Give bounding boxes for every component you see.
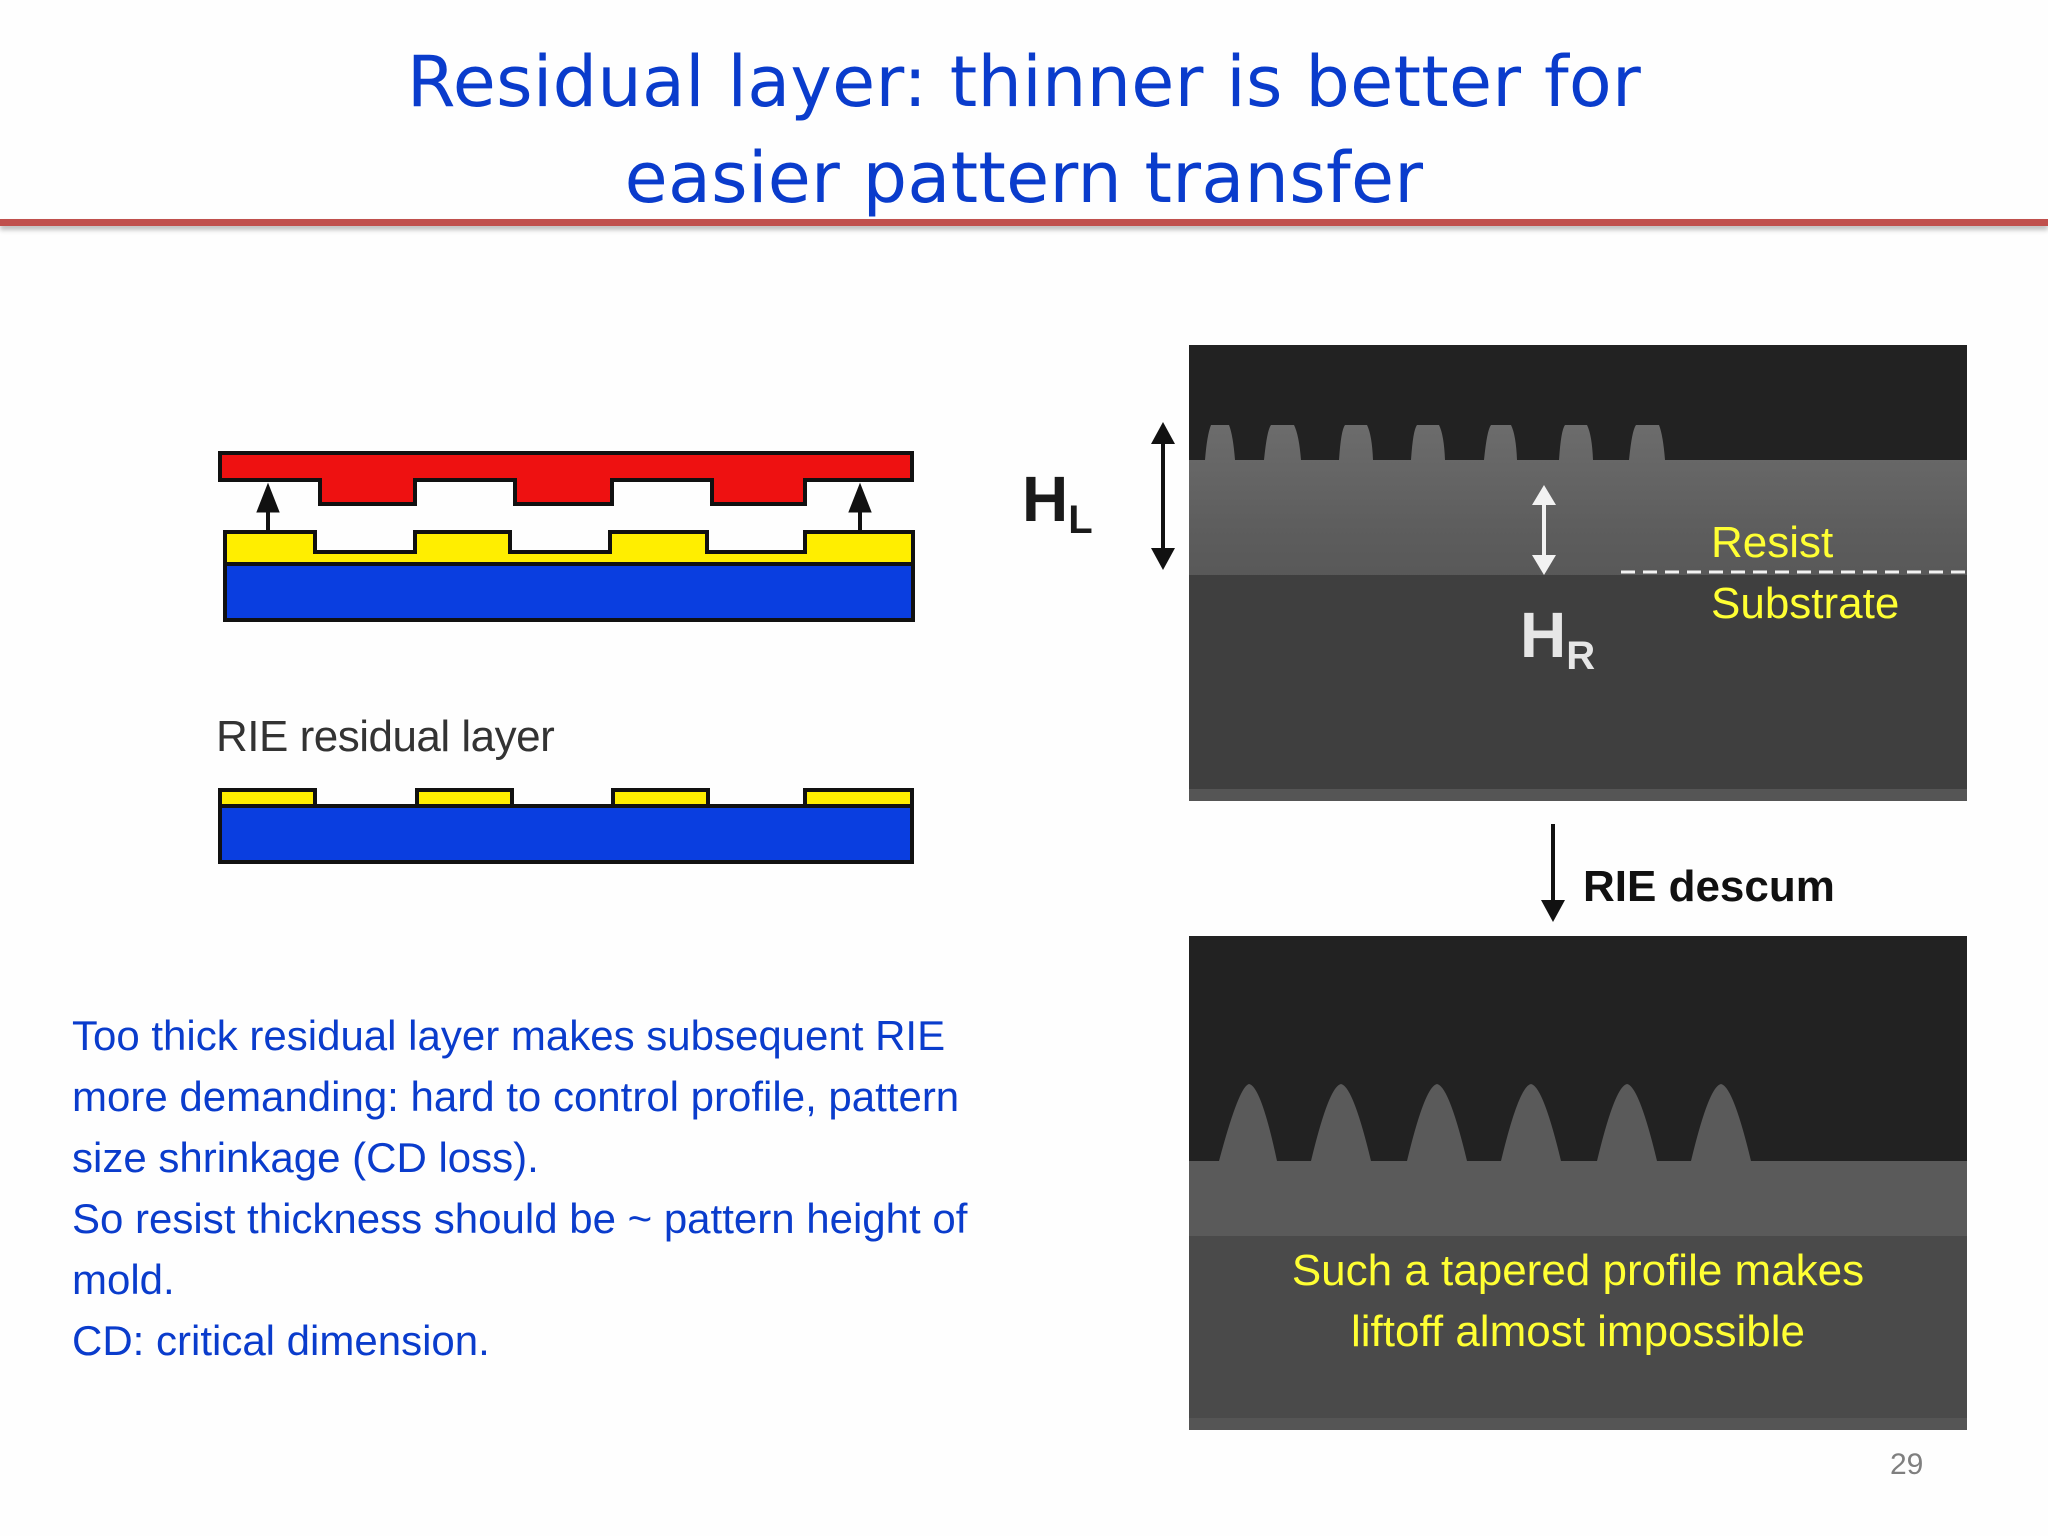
resist-block-1 xyxy=(218,788,317,808)
slide-title: Residual layer: thinner is better for ea… xyxy=(0,34,2048,226)
desc-line: size shrinkage (CD loss). xyxy=(72,1134,539,1181)
tapered-caption: Such a tapered profile makes liftoff alm… xyxy=(1189,1240,1967,1362)
tapered-caption-line-1: Such a tapered profile makes xyxy=(1291,1246,1865,1295)
resist-imprinted xyxy=(223,530,915,566)
resist-block-3 xyxy=(611,788,710,808)
desc-line: more demanding: hard to control profile,… xyxy=(72,1073,960,1120)
substrate-top xyxy=(223,562,915,622)
mold xyxy=(218,451,914,506)
resist-block-2 xyxy=(415,788,514,808)
desc-line: mold. xyxy=(72,1256,175,1303)
desc-line: CD: critical dimension. xyxy=(72,1317,490,1364)
desc-line: Too thick residual layer makes subsequen… xyxy=(72,1012,946,1059)
lift-arrow-left xyxy=(256,482,280,530)
substrate-label: Substrate xyxy=(1711,579,1900,628)
description-text: Too thick residual layer makes subsequen… xyxy=(72,1005,1132,1371)
tapered-caption-line-2: liftoff almost impossible xyxy=(1350,1307,1806,1356)
hr-label: HR xyxy=(1520,599,1596,678)
title-line-1: Residual layer: thinner is better for xyxy=(406,41,1642,123)
sem-image-before xyxy=(1189,345,1967,801)
resist-label: Resist xyxy=(1711,518,1834,567)
rie-residual-caption: RIE residual layer xyxy=(216,712,555,761)
lift-arrow-right xyxy=(848,482,872,530)
imprint-schematic xyxy=(218,451,915,864)
sem-image-after xyxy=(1189,936,1967,1430)
descum-arrow xyxy=(1541,824,1565,922)
desc-line: So resist thickness should be ~ pattern … xyxy=(72,1195,968,1242)
resist-block-4 xyxy=(803,788,914,808)
hl-label: HL xyxy=(1022,463,1093,542)
substrate-bottom xyxy=(218,804,914,864)
rie-descum-label: RIE descum xyxy=(1583,862,1835,911)
hl-double-arrow xyxy=(1151,422,1175,570)
title-line-2: easier pattern transfer xyxy=(624,137,1424,219)
title-divider xyxy=(0,219,2048,226)
page-number: 29 xyxy=(1890,1448,1924,1481)
